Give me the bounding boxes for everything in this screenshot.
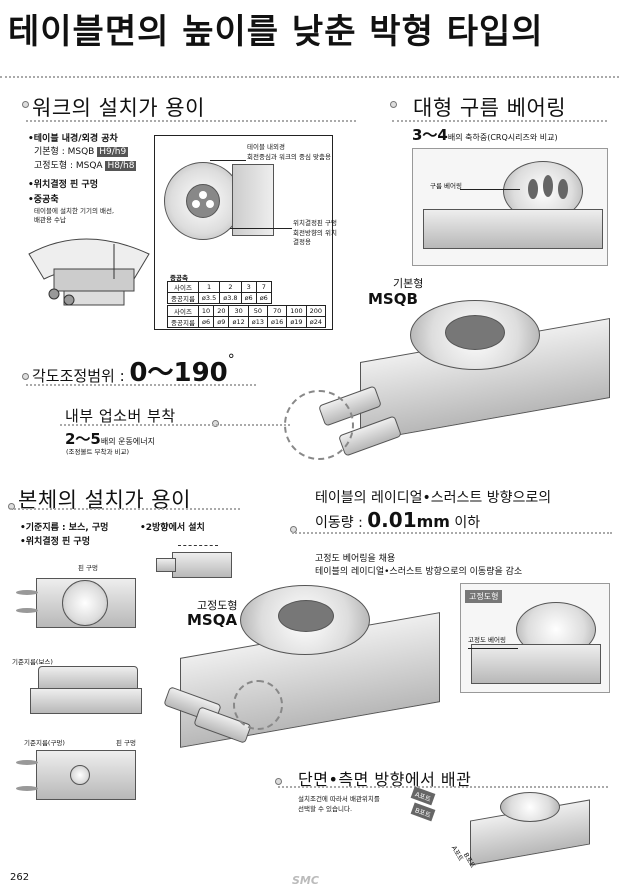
msqb-actuator [318,300,619,470]
piping-note1: 설치조건에 따라서 배관위치를 [298,795,380,803]
section-bullet [212,420,219,427]
precision-note1: 고정도 베어링을 채용 [315,554,396,564]
section-bullet [22,101,29,108]
table-body [232,164,274,236]
callout-pin-hole: 위치결정핀 구멍 [293,219,337,227]
model-hp-b: MSQA [187,611,238,629]
bearing-line: 3～4배의 축하중(CRQ시리즈와 비교) [412,126,558,144]
lbl-pin2: 핀 구멍 [116,739,137,747]
work-b3-note1: 테이블에 설치한 기기의 배선, [34,207,115,215]
port-highlight [233,680,283,730]
work-b1a: 기본형 : MSQB H9/h9 [34,147,129,157]
work-b2: •위치결정 핀 구멍 [28,180,98,190]
piping-divider [278,786,608,788]
ref-hole [70,765,90,785]
page-number: 262 [10,872,30,883]
boss-side-view [38,666,138,690]
callout-table-dia: 테이블 내외경 [247,143,285,151]
callout-pin-hole-desc1: 회전방향의 위치 [293,229,337,237]
body-divider [10,508,240,510]
work-b1: •테이블 내경/외경 공차 [28,134,118,144]
angle-divider [26,384,256,386]
work-b3-note2: 배관용 수납 [34,216,66,224]
work-b1b: 고정도형 : MSQA H8/h8 [34,161,137,171]
hp-badge: 고정도형 [465,590,503,603]
angle-line: 각도조정범위 : 0～190° [32,352,235,388]
hp-callout: 고정도 베어링 [468,636,506,644]
precision-cutaway [460,583,610,693]
absorber-divider [60,424,290,426]
work-divider [26,120,356,122]
bearing-cutaway [412,148,608,266]
section-bullet [390,101,397,108]
work-b3: •중공축 [28,195,59,205]
model-hp-a: 고정도형 [197,599,238,612]
callout-pin-hole-desc2: 결정용 [293,238,311,246]
two-way-illustration [148,540,240,582]
lbl-boss: 기준지름(보스) [12,658,53,666]
lbl-hole: 기준지름(구멍) [24,739,65,747]
callout-table-dia-desc: 회전중심과 워크의 중심 맞춤용 [247,153,331,161]
bearing-callout: 구름 베어링 [430,182,462,190]
piping-note2: 선택할 수 있습니다. [298,805,353,813]
hollow-center [186,184,220,218]
absorber-line: 2～5배의 운동에너지 [65,430,155,448]
section-bullet [22,373,29,380]
msqa-actuator [160,585,450,775]
work-heading: 워크의 설치가 용이 [32,96,205,120]
absorber-highlight [284,390,354,460]
detail-box [154,135,333,330]
piping-heading: 단면•측면 방향에서 배관 [298,770,472,789]
boss-body [30,688,142,714]
absorber-heading: 내부 업소버 부착 [65,407,176,425]
title-divider [0,76,619,78]
bearing-divider [392,120,607,122]
precision-line1: 테이블의 레이디얼•스러스트 방향으로의 [315,490,552,506]
precision-line2: 이동량 : 0.01mm 이하 [315,508,481,532]
piping-illustration [430,790,610,880]
absorber-note: (조정볼트 부착과 비교) [66,448,130,456]
model-basic-a: 기본형 [393,277,424,290]
body-b3: •2방향에서 설치 [140,523,205,533]
brand-logo: SMC [292,874,319,887]
page-title: 테이블면의 높이를 낮춘 박형 타입의 [8,12,544,52]
model-basic-b: MSQB [368,290,418,308]
body-top-disk [62,580,108,626]
precision-divider [292,532,612,534]
precision-note2: 테이블의 레이디얼•스러스트 방향으로의 이동량을 감소 [315,567,523,577]
section-bullet [275,778,282,785]
body-b1: •기준지름 : 보스, 구멍 [20,523,109,533]
bearing-heading: 대형 구름 베어링 [413,96,567,120]
lbl-pin: 핀 구멍 [78,564,99,572]
hollow-shaft-illustration [28,238,150,306]
table-title: 중공축 [170,274,188,282]
body-b2: •위치결정 핀 구멍 [20,537,90,547]
